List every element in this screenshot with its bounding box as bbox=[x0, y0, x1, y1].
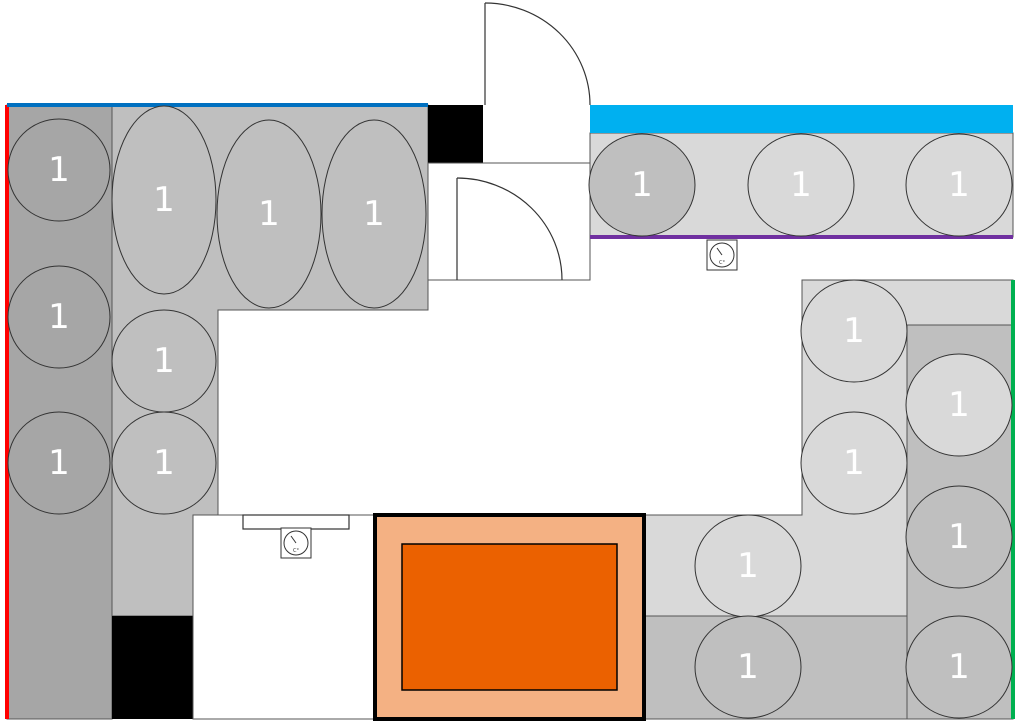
seat: 1 bbox=[747, 133, 855, 237]
seat-label: 1 bbox=[258, 194, 280, 234]
heater-inner bbox=[401, 543, 618, 691]
seat: 1 bbox=[905, 353, 1013, 457]
thermometer-unit: C° bbox=[719, 260, 725, 266]
seat: 1 bbox=[111, 105, 217, 295]
seat-circle bbox=[7, 265, 111, 369]
door-inner bbox=[456, 177, 563, 281]
seat-label: 1 bbox=[153, 443, 175, 483]
seat-circle bbox=[747, 133, 855, 237]
seat-label: 1 bbox=[363, 194, 385, 234]
seat-label: 1 bbox=[153, 180, 175, 220]
seat: 1 bbox=[588, 133, 696, 237]
seat: 1 bbox=[905, 485, 1013, 589]
seat-label: 1 bbox=[843, 311, 865, 351]
seat-circle bbox=[321, 119, 427, 309]
seat-circle bbox=[800, 279, 908, 383]
thermometer-icon: C° bbox=[280, 527, 312, 559]
door-outer bbox=[484, 2, 591, 106]
seat: 1 bbox=[694, 615, 802, 719]
seat-circle bbox=[216, 119, 322, 309]
seat: 1 bbox=[800, 279, 908, 383]
seat: 1 bbox=[905, 615, 1013, 719]
seat: 1 bbox=[905, 133, 1013, 237]
seat-label: 1 bbox=[948, 385, 970, 425]
seats: 1 1 1 1 1 1 1 1 1 1 1 1 1 1 1 1 1 1 bbox=[7, 105, 1013, 719]
seat-circle bbox=[111, 411, 217, 515]
seat-circle bbox=[905, 133, 1013, 237]
edge-top-right-cyan bbox=[590, 105, 1013, 133]
seat-label: 1 bbox=[631, 165, 653, 205]
seat: 1 bbox=[111, 309, 217, 413]
seat-circle bbox=[694, 615, 802, 719]
thermometer-unit: C° bbox=[293, 548, 299, 554]
seat: 1 bbox=[216, 119, 322, 309]
seat-label: 1 bbox=[48, 150, 70, 190]
seat-label: 1 bbox=[948, 165, 970, 205]
seat-label: 1 bbox=[843, 443, 865, 483]
seat-label: 1 bbox=[737, 647, 759, 687]
seat-label: 1 bbox=[153, 341, 175, 381]
seat-label: 1 bbox=[48, 297, 70, 337]
seat: 1 bbox=[7, 265, 111, 369]
seat-label: 1 bbox=[948, 517, 970, 557]
seat-circle bbox=[905, 353, 1013, 457]
seat-circle bbox=[905, 485, 1013, 589]
shelf bbox=[242, 514, 350, 530]
seat-label: 1 bbox=[737, 546, 759, 586]
thermometers: C° C° bbox=[280, 239, 738, 559]
seat: 1 bbox=[7, 118, 111, 222]
thermometer-icon: C° bbox=[706, 239, 738, 271]
seat: 1 bbox=[800, 411, 908, 515]
seat-label: 1 bbox=[48, 443, 70, 483]
seat-circle bbox=[800, 411, 908, 515]
seat: 1 bbox=[7, 411, 111, 515]
seat-circle bbox=[588, 133, 696, 237]
seat-circle bbox=[905, 615, 1013, 719]
seat-label: 1 bbox=[948, 647, 970, 687]
seat-circle bbox=[7, 411, 111, 515]
seat: 1 bbox=[321, 119, 427, 309]
wall-block-bottom bbox=[112, 616, 193, 719]
seat-circle bbox=[111, 105, 217, 295]
seat: 1 bbox=[111, 411, 217, 515]
wall-block-top bbox=[428, 105, 483, 163]
seat-label: 1 bbox=[790, 165, 812, 205]
seat: 1 bbox=[694, 514, 802, 618]
seat-circle bbox=[7, 118, 111, 222]
entry-area bbox=[427, 162, 591, 281]
